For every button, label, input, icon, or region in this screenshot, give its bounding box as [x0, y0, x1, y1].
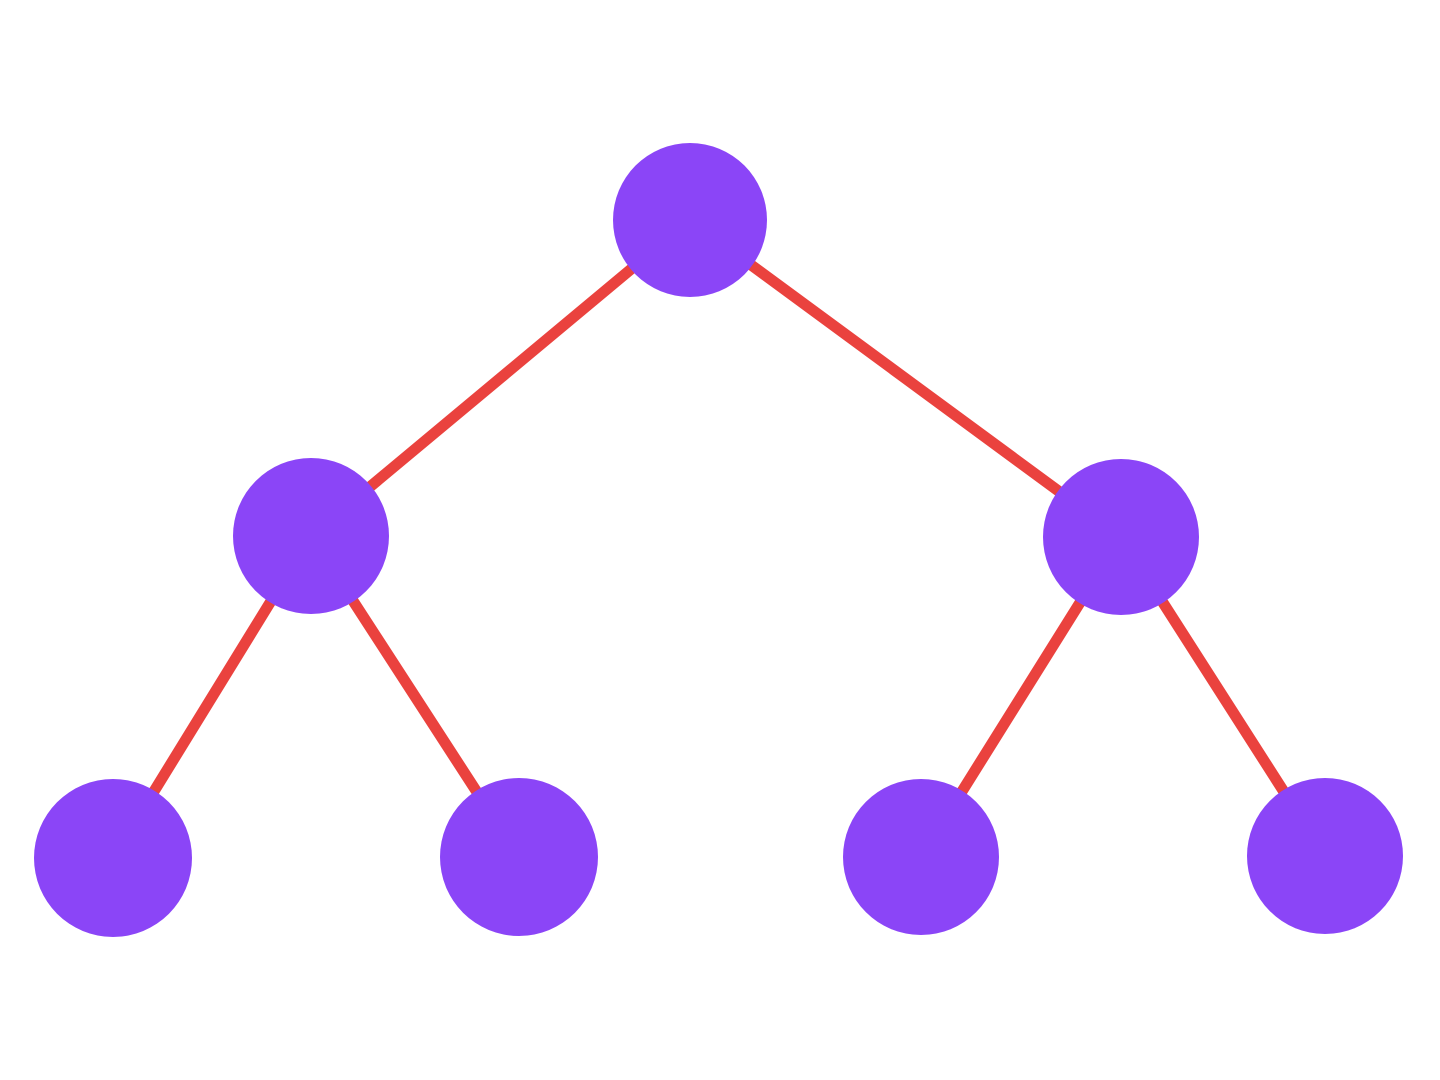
tree-node-left: [233, 458, 389, 614]
tree-node-left-left: [34, 779, 192, 937]
tree-node-right: [1043, 459, 1199, 615]
tree-node-root: [613, 143, 767, 297]
tree-edge-root-to-right: [684, 214, 1127, 543]
tree-node-right-left: [843, 779, 999, 935]
tree-node-left-right: [440, 778, 598, 936]
tree-node-right-right: [1247, 778, 1403, 934]
tree-edge-root-to-left: [305, 214, 696, 542]
